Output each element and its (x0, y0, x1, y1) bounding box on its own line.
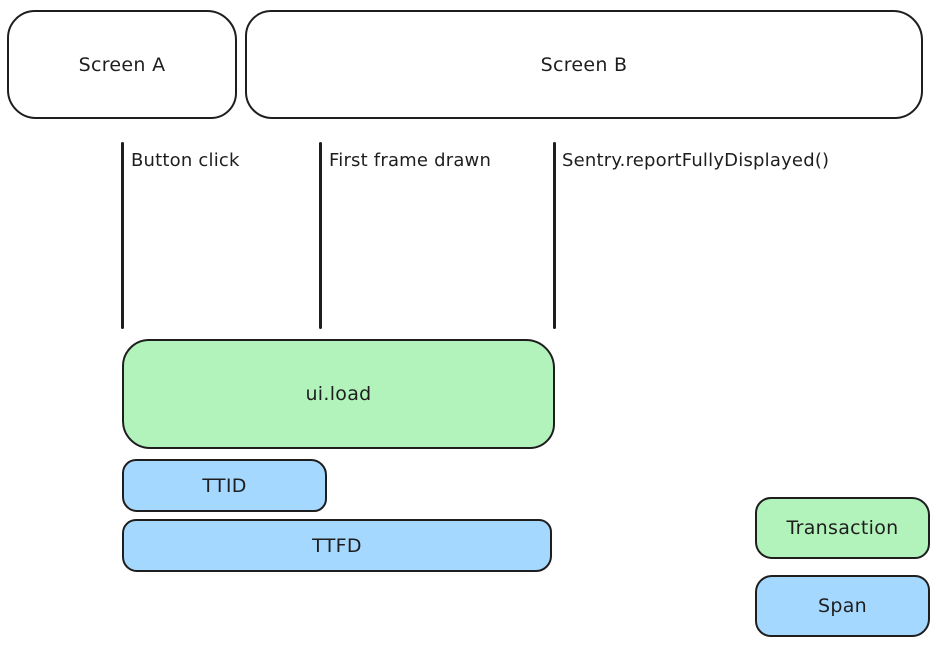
ui-load-transaction-bar: ui.load (122, 339, 555, 449)
ttfd-label: TTFD (312, 534, 362, 557)
button-click-marker-line (121, 142, 124, 329)
ttfd-span-bar: TTFD (122, 519, 552, 572)
screen-b-box: Screen B (245, 10, 923, 119)
first-frame-drawn-marker-line (319, 142, 322, 329)
legend-transaction-label: Transaction (786, 517, 899, 539)
report-fully-displayed-label: Sentry.reportFullyDisplayed() (562, 150, 830, 171)
button-click-label: Button click (131, 150, 240, 171)
screen-a-label: Screen A (78, 53, 166, 76)
legend-transaction-swatch: Transaction (755, 497, 930, 559)
screen-a-box: Screen A (7, 10, 237, 119)
ttid-label: TTID (202, 474, 247, 497)
ui-load-label: ui.load (305, 383, 372, 405)
ttid-span-bar: TTID (122, 459, 327, 512)
legend-span-swatch: Span (755, 575, 930, 637)
screen-b-label: Screen B (540, 53, 628, 76)
first-frame-drawn-label: First frame drawn (329, 150, 492, 171)
report-fully-displayed-marker-line (553, 142, 556, 329)
legend-span-label: Span (817, 595, 867, 617)
